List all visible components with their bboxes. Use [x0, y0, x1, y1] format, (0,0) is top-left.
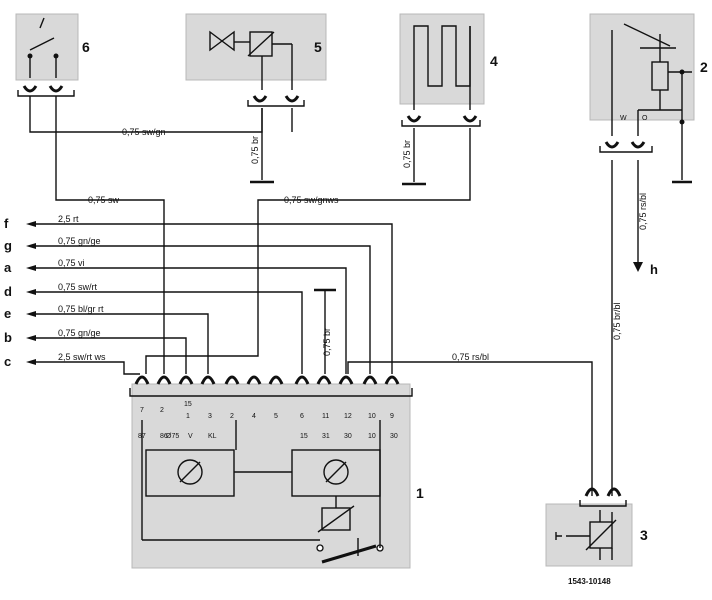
pin-top: 5	[274, 413, 278, 420]
arrow-h	[633, 262, 643, 272]
terminal-e: e	[4, 306, 11, 321]
wire-label-rs-bl-3: 0,75 rs/bl	[452, 352, 489, 362]
pin-top: 11	[322, 413, 329, 420]
wire-label-br-5: 0,75 br	[250, 136, 260, 164]
wire-label-br-bl: 0,75 br/bl	[612, 302, 622, 340]
component-5-box	[185, 13, 327, 81]
pin-top: 7	[140, 407, 144, 414]
wire-a	[36, 267, 347, 374]
wire-label-d: 0,75 sw/rt	[58, 282, 98, 292]
relay-pin-o: O	[642, 115, 648, 122]
actuator-symbol-3	[555, 487, 627, 560]
pin-bottom: 30	[390, 433, 398, 440]
relay-pin-w: W	[620, 115, 627, 122]
component-1-number: 1	[416, 485, 424, 501]
wire-label-f: 2,5 rt	[58, 214, 79, 224]
wire-label-a: 0,75 vi	[58, 258, 85, 268]
pin-top: 15	[184, 401, 192, 408]
terminal-g: g	[4, 238, 12, 253]
wire-rs-bl-3	[347, 361, 593, 496]
terminal-b: b	[4, 330, 12, 345]
wire-sw-gnws	[145, 128, 471, 374]
terminal-f: f	[4, 216, 9, 231]
heater-symbol-4	[401, 25, 481, 127]
wire-b	[36, 337, 187, 374]
relay-symbol-2: W O	[599, 23, 692, 184]
wire-label-b: 0,75 gn/ge	[58, 328, 101, 338]
wire-d	[36, 291, 303, 374]
terminal-c: c	[4, 354, 11, 369]
wire-sw	[55, 96, 165, 374]
valve-symbol-5	[209, 30, 305, 107]
wire-g	[36, 245, 371, 374]
figure-reference: 1543-10148	[568, 577, 611, 586]
pin-bottom: 30	[344, 433, 352, 440]
wire-label-br-mid: 0,75 br	[322, 328, 332, 356]
wire-label-sw-gnws: 0,75 sw/gnws	[284, 195, 339, 205]
wire-label-e: 0,75 bl/gr rt	[58, 304, 104, 314]
terminal-h: h	[650, 262, 658, 277]
pin-top: 12	[344, 413, 352, 420]
module-pin-labels-top: 7 2 15 1 3 2 4 5 6 11 12 10 9	[140, 401, 394, 420]
component-3-number: 3	[640, 527, 648, 543]
wire-label-sw-gn: 0,75 sw/gn	[122, 127, 166, 137]
module-connector-row	[129, 375, 413, 397]
pin-top: 9	[390, 413, 394, 420]
component-2-box	[589, 13, 695, 121]
pin-bottom: 31	[322, 433, 330, 440]
component-3-box	[545, 503, 633, 567]
pin-top: 6	[300, 413, 304, 420]
pin-bottom: KL	[208, 433, 217, 440]
module-internal-circuit	[141, 420, 384, 564]
component-6-box	[15, 13, 79, 81]
pin-top: 1	[186, 413, 190, 420]
pin-bottom: 10	[368, 433, 376, 440]
terminal-a: a	[4, 260, 12, 275]
wire-label-br-4: 0,75 br	[402, 140, 412, 168]
terminal-d: d	[4, 284, 12, 299]
pin-bottom: V	[188, 433, 193, 440]
wire-label-c: 2,5 sw/rt ws	[58, 352, 106, 362]
component-6-number: 6	[82, 39, 90, 55]
component-5-number: 5	[314, 39, 322, 55]
wire-label-sw: 0,75 sw	[88, 195, 120, 205]
pin-bottom: 86	[160, 433, 168, 440]
component-4-number: 4	[490, 53, 498, 69]
switch-symbol-6	[17, 17, 75, 97]
left-terminals: f 2,5 rt g 0,75 gn/ge a 0,75 vi d 0,75 s…	[4, 214, 393, 375]
wire-label-rs-bl-2: 0,75 rs/bl	[638, 193, 648, 230]
pin-bottom: Ø75	[166, 433, 179, 440]
wire-label-g: 0,75 gn/ge	[58, 236, 101, 246]
pin-bottom: 15	[300, 433, 308, 440]
wire-e	[36, 313, 209, 374]
pin-top: 10	[368, 413, 376, 420]
component-2-number: 2	[700, 59, 708, 75]
pin-top: 4	[252, 413, 256, 420]
pin-top: 2	[160, 407, 164, 414]
wire-f	[36, 223, 393, 374]
pin-top: 3	[208, 413, 212, 420]
pin-top: 2	[230, 413, 234, 420]
wire-c	[36, 361, 140, 375]
